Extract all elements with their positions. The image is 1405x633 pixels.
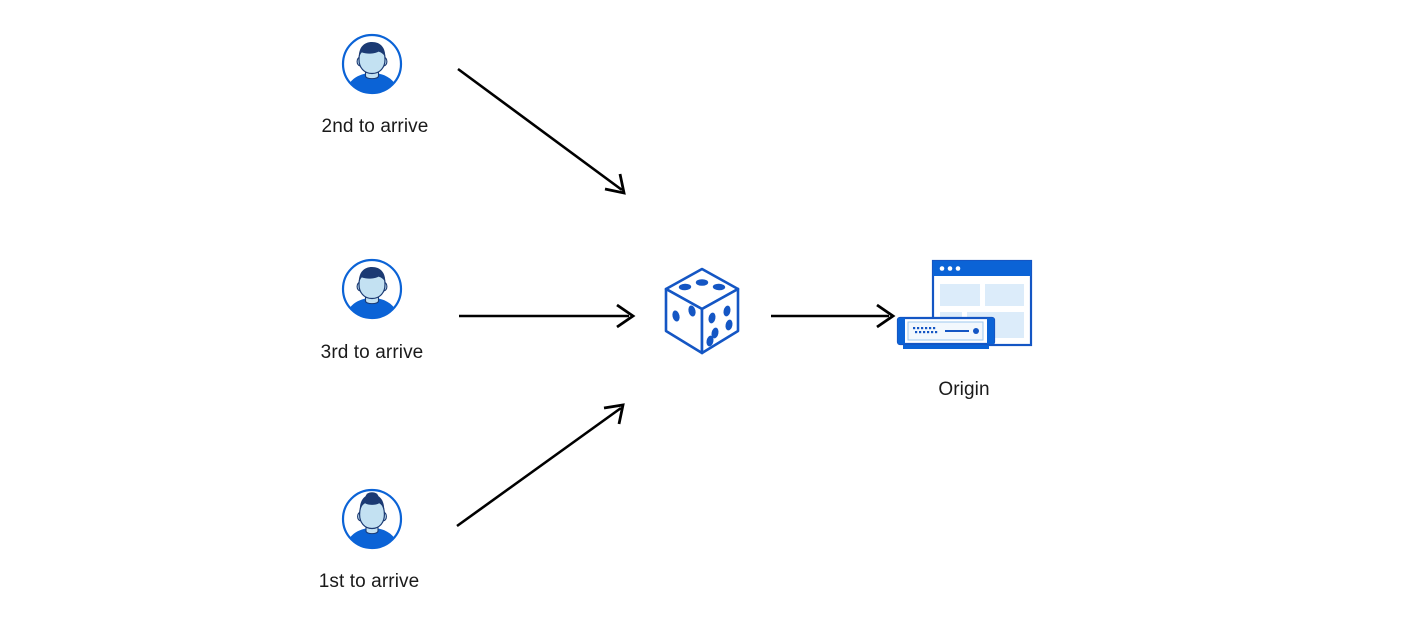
user-avatar-icon — [340, 257, 404, 321]
arrow-dice-to-origin — [771, 303, 896, 329]
origin-server-icon — [893, 256, 1038, 366]
dice-icon — [658, 263, 746, 363]
node-label-origin: Origin — [938, 379, 990, 400]
user-avatar-icon — [340, 32, 404, 96]
user-avatar-icon — [340, 487, 404, 551]
arrow-3rd-to-dice — [459, 303, 636, 329]
arrow-1st-to-dice — [456, 403, 625, 528]
node-label-client-1st: 1st to arrive — [318, 571, 420, 592]
rack-server-device — [896, 316, 996, 349]
node-label-client-2nd: 2nd to arrive — [321, 116, 429, 137]
node-label-client-3rd: 3rd to arrive — [320, 342, 424, 363]
arrow-2nd-to-dice — [457, 67, 626, 195]
